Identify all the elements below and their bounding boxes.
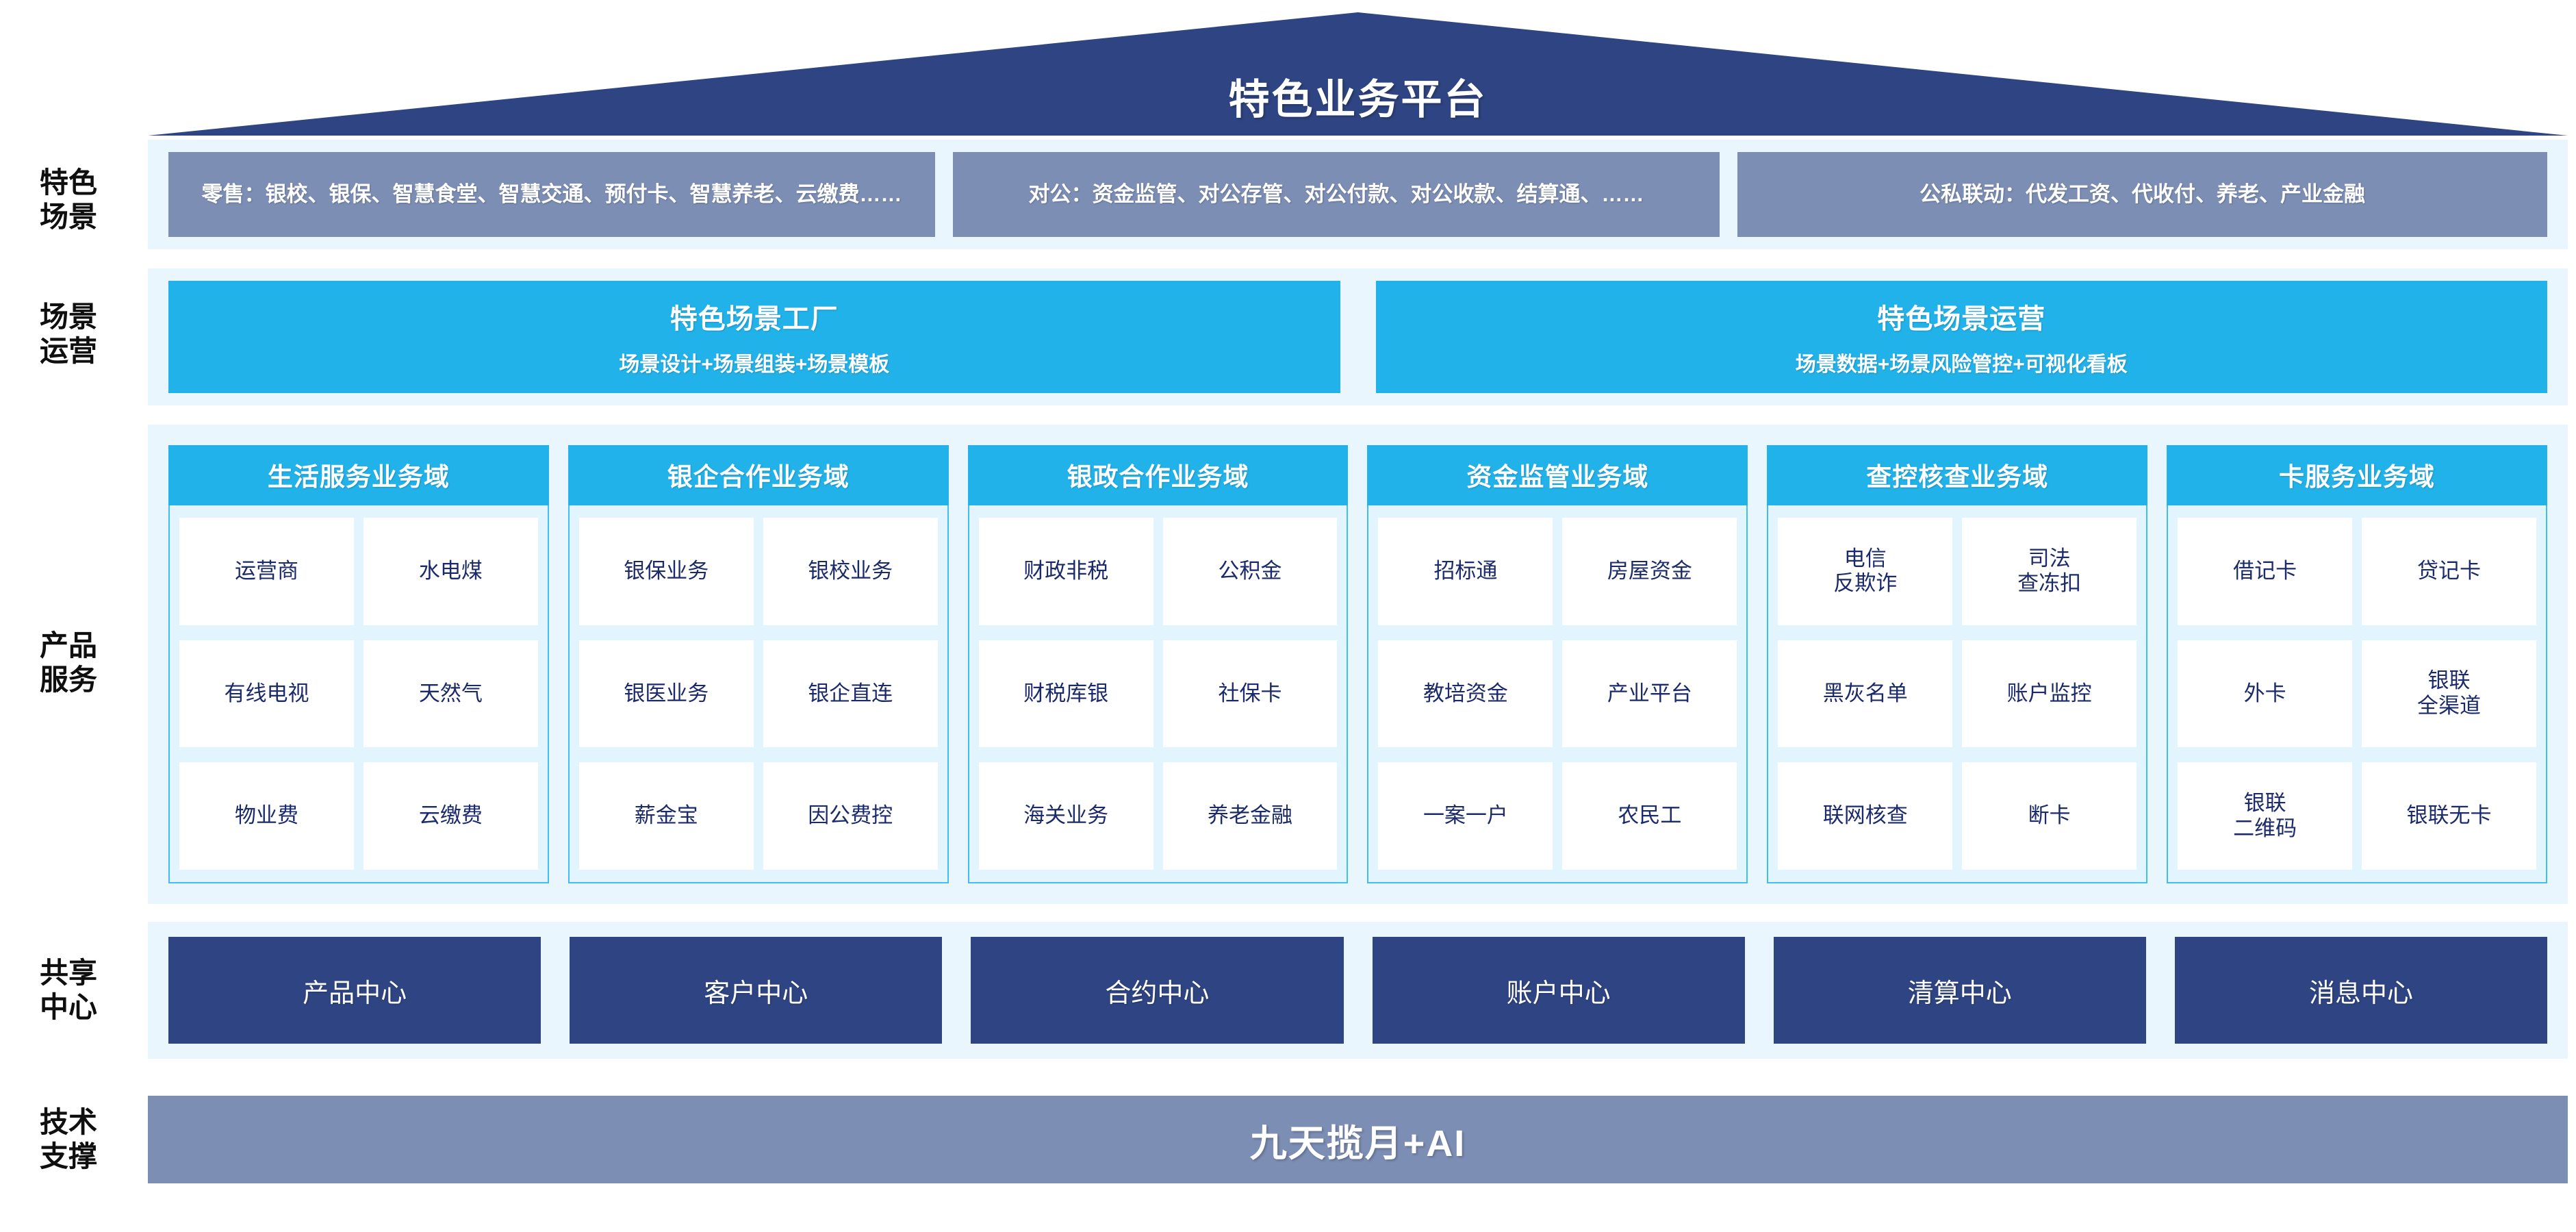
domain-column-life-service: 生活服务业务域 运营商 水电煤 有线电视 天然气 物业费 云缴费 <box>168 445 549 883</box>
shared-center-message[interactable]: 消息中心 <box>2174 937 2548 1044</box>
scenario-list: 零售：银校、银保、智慧食堂、智慧交通、预付卡、智慧养老、云缴费…… 对公：资金监… <box>168 152 2547 237</box>
domain-item[interactable]: 外卡 <box>2178 640 2353 748</box>
row-label-scenario: 特色 场景 <box>39 166 97 233</box>
domain-column-investigation: 查控核查业务域 电信 反欺诈 司法 查冻扣 黑灰名单 账户监控 联网核查 断卡 <box>1767 445 2148 883</box>
domain-item[interactable]: 借记卡 <box>2178 518 2353 625</box>
domain-column-bank-government: 银政合作业务域 财政非税 公积金 财税库银 社保卡 海关业务 养老金融 <box>967 445 1349 883</box>
domain-header: 银政合作业务域 <box>967 445 1349 505</box>
shared-center-contract[interactable]: 合约中心 <box>971 937 1344 1044</box>
domain-item[interactable]: 公积金 <box>1162 518 1338 625</box>
operation-title: 特色场景运营 <box>1877 304 2046 334</box>
domain-header: 卡服务业务域 <box>2167 445 2547 505</box>
domain-item[interactable]: 银保业务 <box>578 518 754 625</box>
domain-item-grid: 电信 反欺诈 司法 查冻扣 黑灰名单 账户监控 联网核查 断卡 <box>1767 505 2148 883</box>
domain-column-bank-enterprise: 银企合作业务域 银保业务 银校业务 银医业务 银企直连 薪金宝 因公费控 <box>568 445 949 883</box>
domain-item[interactable]: 养老金融 <box>1162 762 1338 870</box>
domain-item[interactable]: 有线电视 <box>179 640 354 748</box>
domain-item[interactable]: 银联无卡 <box>2362 762 2536 870</box>
domain-item[interactable]: 社保卡 <box>1162 640 1338 748</box>
domain-item[interactable]: 银联 全渠道 <box>2362 640 2536 748</box>
scenario-card-corporate[interactable]: 对公：资金监管、对公存管、对公付款、对公收款、结算通、…… <box>953 152 1720 237</box>
domain-item[interactable]: 银医业务 <box>578 640 754 748</box>
domain-column-list: 生活服务业务域 运营商 水电煤 有线电视 天然气 物业费 云缴费 银企合作业务域… <box>168 445 2547 883</box>
domain-item[interactable]: 薪金宝 <box>578 762 754 870</box>
shared-center-product[interactable]: 产品中心 <box>168 937 541 1044</box>
domain-item[interactable]: 联网核查 <box>1778 762 1953 870</box>
domain-item-grid: 借记卡 贷记卡 外卡 银联 全渠道 银联 二维码 银联无卡 <box>2167 505 2547 883</box>
shared-center-customer[interactable]: 客户中心 <box>570 937 943 1044</box>
domain-header: 生活服务业务域 <box>168 445 549 505</box>
domain-item[interactable]: 云缴费 <box>363 762 538 870</box>
domain-item[interactable]: 农民工 <box>1562 762 1737 870</box>
domain-item[interactable]: 贷记卡 <box>2362 518 2536 625</box>
domain-item[interactable]: 水电煤 <box>363 518 538 625</box>
scenario-band: 零售：银校、银保、智慧食堂、智慧交通、预付卡、智慧养老、云缴费…… 对公：资金监… <box>148 140 2568 249</box>
domain-item[interactable]: 招标通 <box>1378 518 1553 625</box>
domain-item-grid: 运营商 水电煤 有线电视 天然气 物业费 云缴费 <box>168 505 549 883</box>
scenario-card-retail[interactable]: 零售：银校、银保、智慧食堂、智慧交通、预付卡、智慧养老、云缴费…… <box>168 152 935 237</box>
domain-item[interactable]: 银企直连 <box>763 640 938 748</box>
scenario-card-linkage[interactable]: 公私联动：代发工资、代收付、养老、产业金融 <box>1737 152 2547 237</box>
domain-item[interactable]: 黑灰名单 <box>1778 640 1953 748</box>
domain-item[interactable]: 天然气 <box>363 640 538 748</box>
domain-item[interactable]: 一案一户 <box>1378 762 1553 870</box>
domain-item[interactable]: 教培资金 <box>1378 640 1553 748</box>
domain-item[interactable]: 财政非税 <box>978 518 1153 625</box>
operation-band: 特色场景工厂 场景设计+场景组装+场景模板 特色场景运营 场景数据+场景风险管控… <box>148 268 2568 405</box>
operation-subtitle: 场景设计+场景组装+场景模板 <box>619 353 890 376</box>
shared-center-clearing[interactable]: 清算中心 <box>1773 937 2146 1044</box>
domain-header: 资金监管业务域 <box>1367 445 1748 505</box>
domain-item[interactable]: 产业平台 <box>1562 640 1737 748</box>
row-label-operation: 场景 运营 <box>39 301 97 367</box>
domain-header: 查控核查业务域 <box>1767 445 2148 505</box>
platform-roof: 特色业务平台 <box>148 12 2568 136</box>
domain-item[interactable]: 物业费 <box>179 762 354 870</box>
domain-item[interactable]: 账户监控 <box>1962 640 2137 748</box>
domain-item[interactable]: 司法 查冻扣 <box>1962 518 2137 625</box>
operation-title: 特色场景工厂 <box>669 304 839 334</box>
domain-item-grid: 财政非税 公积金 财税库银 社保卡 海关业务 养老金融 <box>967 505 1349 883</box>
domain-item-grid: 招标通 房屋资金 教培资金 产业平台 一案一户 农民工 <box>1367 505 1748 883</box>
domain-item[interactable]: 海关业务 <box>978 762 1153 870</box>
domain-item[interactable]: 电信 反欺诈 <box>1778 518 1953 625</box>
shared-center-list: 产品中心 客户中心 合约中心 账户中心 清算中心 消息中心 <box>168 937 2548 1044</box>
tech-support-card[interactable]: 九天揽月+AI <box>148 1096 2568 1183</box>
tech-support-band: 九天揽月+AI <box>148 1096 2568 1183</box>
domain-header: 银企合作业务域 <box>568 445 949 505</box>
domain-item[interactable]: 银联 二维码 <box>2178 762 2353 870</box>
operation-card-scene-operation[interactable]: 特色场景运营 场景数据+场景风险管控+可视化看板 <box>1375 281 2547 393</box>
row-label-products: 产品 服务 <box>39 629 97 696</box>
domain-item-grid: 银保业务 银校业务 银医业务 银企直连 薪金宝 因公费控 <box>568 505 949 883</box>
domain-column-fund-supervision: 资金监管业务域 招标通 房屋资金 教培资金 产业平台 一案一户 农民工 <box>1367 445 1748 883</box>
domain-item[interactable]: 运营商 <box>179 518 354 625</box>
domain-item[interactable]: 断卡 <box>1962 762 2137 870</box>
row-label-tech: 技术 支撑 <box>39 1106 97 1172</box>
operation-card-scene-factory[interactable]: 特色场景工厂 场景设计+场景组装+场景模板 <box>168 281 1340 393</box>
shared-center-account[interactable]: 账户中心 <box>1372 937 1745 1044</box>
row-label-shared: 共享 中心 <box>39 957 97 1023</box>
operation-subtitle: 场景数据+场景风险管控+可视化看板 <box>1795 353 2128 376</box>
domain-item[interactable]: 因公费控 <box>763 762 938 870</box>
domain-column-card-service: 卡服务业务域 借记卡 贷记卡 外卡 银联 全渠道 银联 二维码 银联无卡 <box>2167 445 2547 883</box>
operation-list: 特色场景工厂 场景设计+场景组装+场景模板 特色场景运营 场景数据+场景风险管控… <box>168 281 2547 393</box>
domain-item[interactable]: 财税库银 <box>978 640 1153 748</box>
domain-item[interactable]: 银校业务 <box>763 518 938 625</box>
shared-center-band: 产品中心 客户中心 合约中心 账户中心 清算中心 消息中心 <box>148 922 2568 1059</box>
page-title: 特色业务平台 <box>1228 77 1488 123</box>
product-service-band: 生活服务业务域 运营商 水电煤 有线电视 天然气 物业费 云缴费 银企合作业务域… <box>148 425 2568 904</box>
domain-item[interactable]: 房屋资金 <box>1562 518 1737 625</box>
